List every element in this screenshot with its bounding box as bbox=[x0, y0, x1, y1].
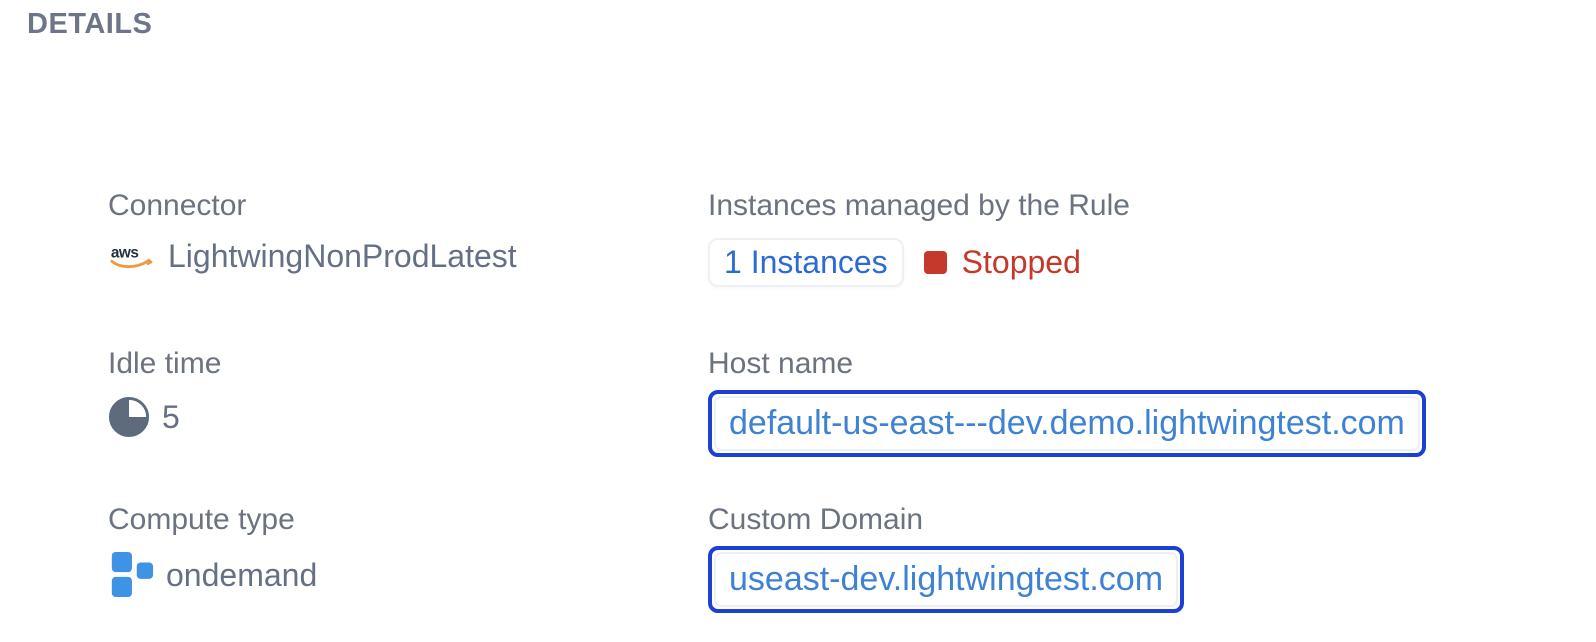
stopped-status-icon bbox=[923, 251, 947, 274]
compute-type-value: ondemand bbox=[166, 556, 318, 593]
status-badge: Stopped bbox=[961, 244, 1081, 280]
instances-label: Instances managed by the Rule bbox=[708, 189, 1130, 222]
compute-type-label: Compute type bbox=[108, 503, 295, 536]
aws-icon: aws bbox=[108, 242, 156, 272]
host-name-link-text[interactable]: default-us-east---dev.demo.lightwingtest… bbox=[729, 404, 1405, 442]
idle-pie-icon bbox=[108, 396, 150, 438]
custom-domain-link[interactable]: useast-dev.lightwingtest.com bbox=[714, 552, 1179, 607]
compute-type-field: Compute type ondemand bbox=[108, 500, 317, 598]
idle-time-field: Idle time 5 bbox=[108, 344, 221, 438]
connector-field: Connector aws LightwingNonProdLatest bbox=[108, 186, 517, 275]
instances-field: Instances managed by the Rule 1 Instance… bbox=[708, 186, 1130, 287]
page-title: DETAILS bbox=[27, 8, 153, 40]
instances-count-chip[interactable]: 1 Instances bbox=[708, 238, 904, 287]
connector-value: LightwingNonProdLatest bbox=[168, 238, 517, 274]
svg-text:aws: aws bbox=[111, 244, 139, 261]
custom-domain-link-text[interactable]: useast-dev.lightwingtest.com bbox=[729, 560, 1164, 598]
custom-domain-focus-box: useast-dev.lightwingtest.com bbox=[708, 546, 1185, 613]
compute-squares-icon bbox=[108, 552, 154, 598]
host-name-field: Host name default-us-east---dev.demo.lig… bbox=[708, 344, 1426, 457]
instances-count-link[interactable]: 1 Instances bbox=[724, 244, 888, 280]
custom-domain-field: Custom Domain useast-dev.lightwingtest.c… bbox=[708, 500, 1185, 613]
host-name-link[interactable]: default-us-east---dev.demo.lightwingtest… bbox=[714, 396, 1420, 451]
custom-domain-label: Custom Domain bbox=[708, 503, 924, 536]
idle-time-value: 5 bbox=[162, 398, 180, 435]
host-name-label: Host name bbox=[708, 347, 854, 380]
host-name-focus-box: default-us-east---dev.demo.lightwingtest… bbox=[708, 390, 1426, 457]
connector-label: Connector bbox=[108, 189, 247, 222]
idle-time-label: Idle time bbox=[108, 347, 222, 380]
